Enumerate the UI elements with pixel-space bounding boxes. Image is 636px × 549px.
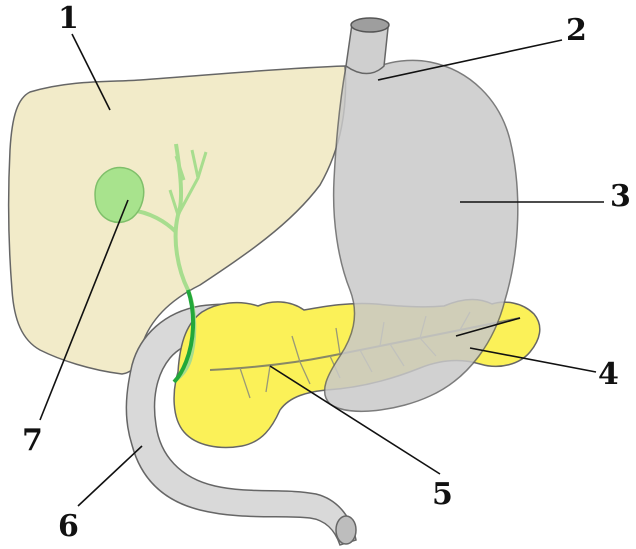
label-6: 6 <box>58 512 79 542</box>
leader-line-6 <box>78 446 142 506</box>
label-1: 1 <box>58 4 79 34</box>
label-3: 3 <box>610 182 631 212</box>
label-5: 5 <box>432 480 453 510</box>
esophagus-opening <box>351 18 389 32</box>
duodenum-end-opening <box>336 516 356 544</box>
label-4: 4 <box>598 360 619 390</box>
label-7: 7 <box>22 426 43 456</box>
gallbladder-shape <box>95 168 144 223</box>
label-2: 2 <box>566 16 587 46</box>
